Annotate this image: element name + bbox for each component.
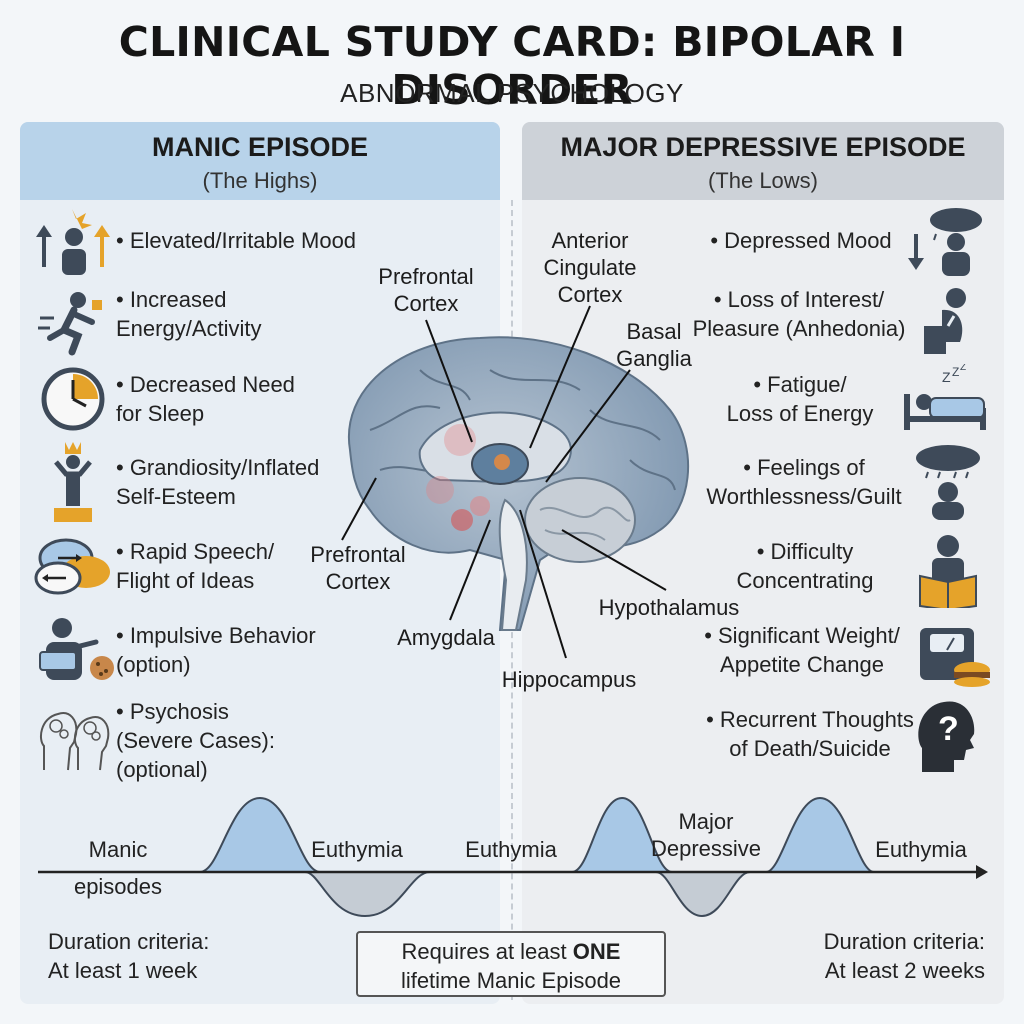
manic-duration-criteria: Duration criteria: At least 1 week [48,929,210,983]
manic-symptom-1: • Elevated/Irritable Mood [116,228,357,253]
manic-heading: MANIC EPISODE [151,132,369,162]
timeline-label-episodes: episodes [73,874,163,899]
depressive-duration-criteria: Duration criteria: At least 2 weeks [823,929,985,983]
manic-symptom-2: • Increased Energy/Activity [116,287,262,341]
manic-symptom-4: • Grandiosity/Inflated Self-Esteem [116,455,320,509]
label-amygdala: Amygdala [397,625,495,650]
running-person-icon [38,292,102,356]
mood-arrows-icon [36,209,110,275]
mood-timeline [38,796,988,918]
requirement-prefix: Requires at least [401,939,573,964]
label-hippocampus: Hippocampus [501,667,637,692]
svg-text:?: ? [938,710,959,748]
depressive-symptom-5: • Difficulty Concentrating [736,539,874,593]
depressive-header: MAJOR DEPRESSIVE EPISODE (The Lows) [522,122,1004,200]
page-title: CLINICAL STUDY CARD: BIPOLAR I DISORDER [118,18,906,114]
page-subtitle: ABNORMAL PSYCHOLOGY [340,78,684,108]
timeline-label-euthymia-3: Euthymia [875,837,967,862]
reading-person-icon [919,535,977,608]
depressive-symptom-4: • Feelings of Worthlessness/Guilt [706,455,902,509]
depressive-symptom-1: • Depressed Mood [710,228,892,253]
psychosis-heads-icon [40,712,110,771]
timeline-label-major-depressive: Major Depressive [650,809,762,861]
label-prefrontal-bottom: Prefrontal Cortex [310,542,406,594]
label-pointers [341,305,667,659]
manic-symptom-5: • Rapid Speech/ Flight of Ideas [116,539,275,593]
svg-text:Z: Z [942,369,951,385]
raincloud-person-icon [908,208,982,276]
depressive-symptom-6: • Significant Weight/ Appetite Change [704,623,900,677]
depressive-subheading: (The Lows) [707,168,819,193]
brain-illustration [347,336,690,631]
storm-cloud-person-icon [916,445,980,520]
timeline-label-euthymia-1: Euthymia [311,837,403,862]
depressive-symptom-2: • Loss of Interest/ Pleasure (Anhedonia) [692,287,906,341]
manic-subheading: (The Highs) [202,168,318,193]
requirement-box: Requires at least ONE lifetime Manic Epi… [356,931,666,997]
question-head-icon: ? [918,701,975,772]
depressive-heading: MAJOR DEPRESSIVE EPISODE [560,132,966,162]
requirement-suffix: lifetime Manic Episode [400,968,622,993]
shopping-person-icon [39,618,114,680]
manic-header: MANIC EPISODE (The Highs) [20,122,500,200]
timeline-label-manic: Manic [88,837,148,862]
clock-icon [41,367,105,431]
scale-burger-icon [920,628,990,687]
manic-symptom-6: • Impulsive Behavior (option) [116,623,316,677]
speech-bubbles-icon [34,538,110,595]
sleeping-bed-icon: Z Z Z [904,364,986,430]
manic-symptom-3: • Decreased Need for Sleep [116,372,295,426]
svg-text:Z: Z [960,364,966,373]
label-hypothalamus: Hypothalamus [598,595,740,620]
label-basal-ganglia: Basal Ganglia [616,319,692,371]
depressive-symptom-7: • Recurrent Thoughts of Death/Suicide [706,707,914,761]
slumped-person-icon [924,288,966,354]
requirement-emphasis: ONE [572,939,621,964]
crowned-person-icon [54,442,92,522]
label-prefrontal-top: Prefrontal Cortex [378,264,474,316]
depressive-symptom-3: • Fatigue/ Loss of Energy [726,372,874,426]
timeline-label-euthymia-2: Euthymia [465,837,557,862]
manic-symptom-7: • Psychosis (Severe Cases): (optional) [116,699,275,782]
svg-text:Z: Z [952,365,959,379]
label-anterior-cingulate: Anterior Cingulate Cortex [543,228,637,307]
